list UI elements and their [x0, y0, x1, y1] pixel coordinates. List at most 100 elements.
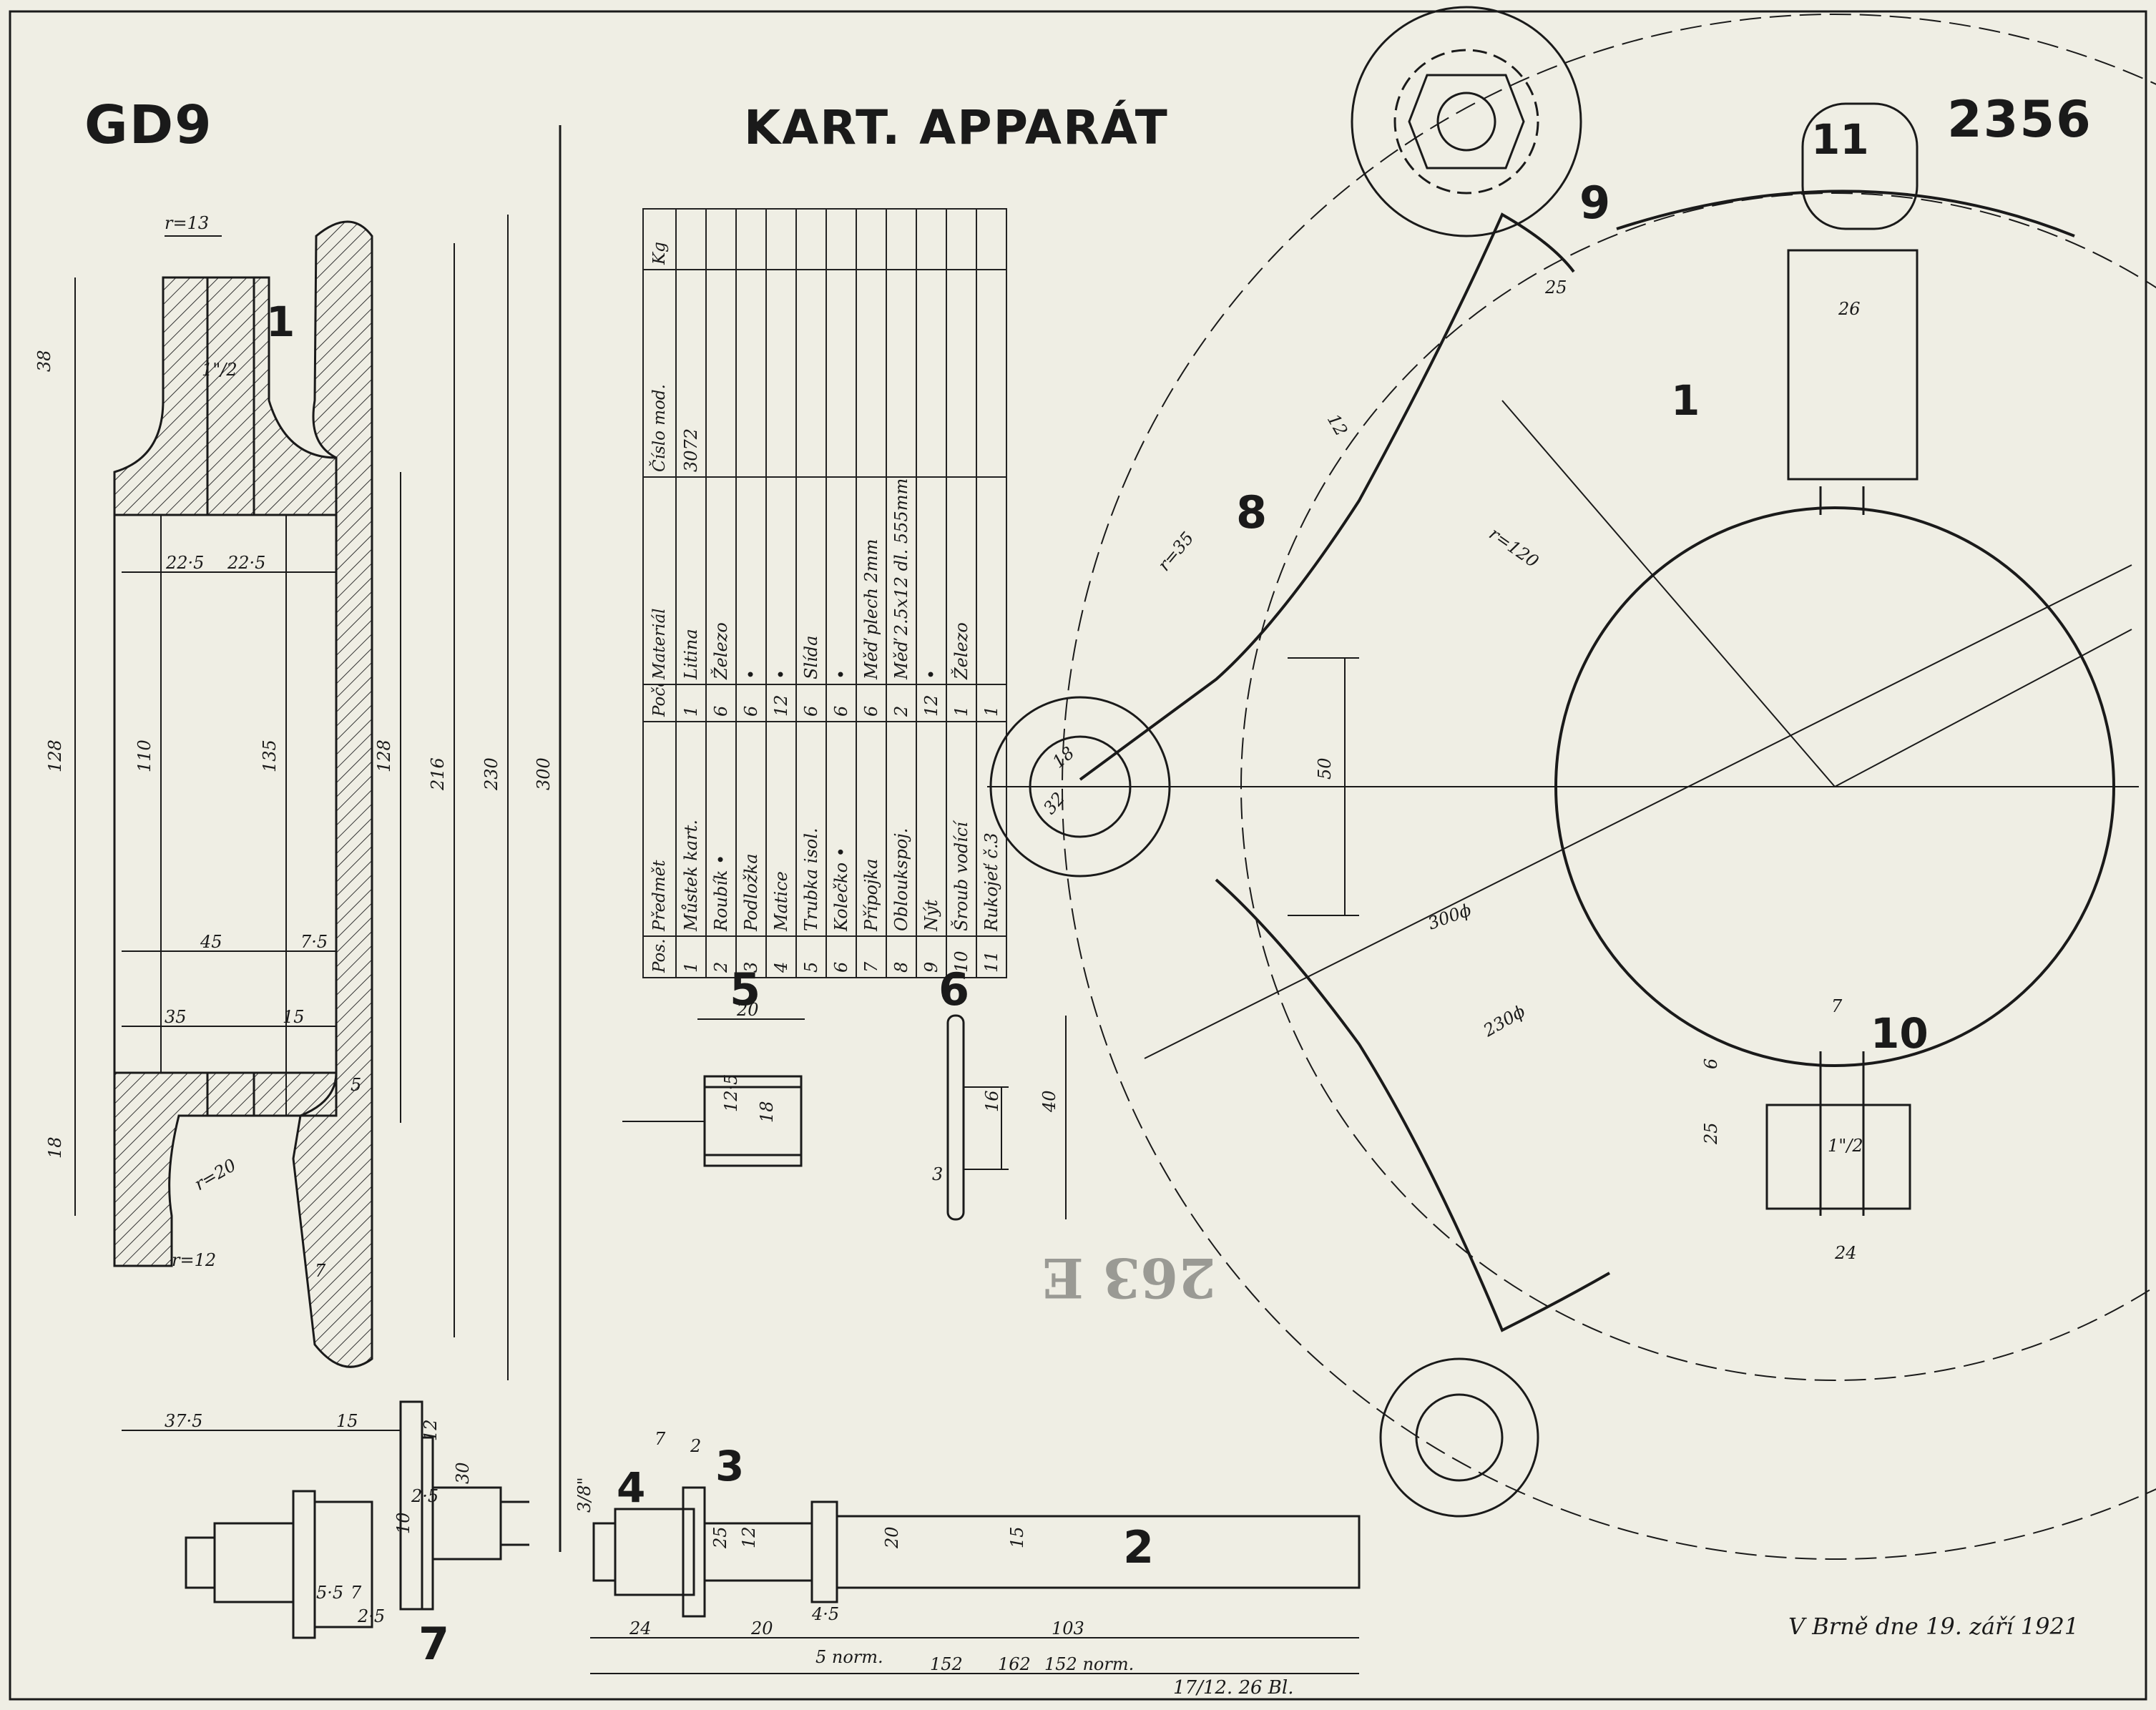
dimension-label: 24 — [1834, 1243, 1857, 1263]
callout-1-section: 1 — [266, 298, 295, 346]
dimension-label: 300 — [534, 757, 554, 790]
dimension-label: 12 — [421, 1419, 441, 1441]
lug-outer-top — [1351, 6, 1582, 237]
dimension-label: 135 — [260, 739, 280, 772]
dimension-label: 110 — [134, 739, 155, 772]
dimension-label: 7 — [655, 1429, 666, 1449]
callout-8: 8 — [1236, 486, 1267, 539]
dimension-label: 15 — [283, 1007, 305, 1027]
bolt-assembly-left — [185, 1400, 529, 1639]
handle-11 — [1801, 102, 1919, 230]
drawing-title: KART. APPARÁT — [744, 100, 1169, 155]
plan-view — [987, 6, 2156, 1560]
dimension-label: 6 — [1701, 1058, 1721, 1069]
tube-part-5 — [622, 1018, 805, 1167]
dimension-label: 22·5 — [165, 553, 204, 573]
annotations: 263 E V Brně dne 19. září 1921 17/12. 26… — [1042, 1246, 2079, 1699]
dimension-label: 18 — [757, 1101, 777, 1123]
dimension-label: 3/8" — [574, 1477, 594, 1513]
dimension-label: 7 — [351, 1583, 362, 1603]
dimension-label: 216 — [428, 757, 448, 791]
dimension-label: 152 — [930, 1654, 963, 1674]
dimension-label: 10 — [393, 1512, 413, 1534]
dimension-label: 12·5 — [721, 1074, 741, 1112]
dimension-label: 26 — [1838, 299, 1861, 319]
dimension-label: 2·5 — [411, 1486, 438, 1506]
dimension-label: 2 — [690, 1436, 701, 1456]
dimension-label: r=120 — [1486, 524, 1542, 571]
dimension-label: 162 — [998, 1654, 1031, 1674]
callout-1-plan: 1 — [1671, 376, 1700, 425]
part-callouts: 1 1 2 3 4 5 6 7 8 9 10 11 — [266, 115, 1929, 1670]
drawing-code: GD9 — [84, 94, 213, 156]
dimension-label: 128 — [374, 739, 394, 772]
stamp-text: 263 E — [1042, 1246, 1216, 1309]
dimension-label: r=13 — [165, 213, 209, 233]
dimension-label: r=12 — [172, 1250, 216, 1270]
dimension-label: 12 — [1323, 411, 1352, 439]
bridge-body — [1079, 190, 2075, 1332]
disc-part-6 — [946, 1014, 1067, 1221]
dimension-label: 103 — [1052, 1618, 1084, 1638]
dimension-label: 37·5 — [165, 1411, 202, 1431]
dimension-label: 50 — [1315, 757, 1335, 780]
lug-outer-bottom — [1379, 1357, 1539, 1518]
flange-outline — [292, 220, 373, 1368]
dimension-label: 5 — [351, 1075, 361, 1095]
dimension-label: 230 — [481, 757, 501, 791]
callout-2: 2 — [1123, 1521, 1154, 1573]
lug-inner-top — [1393, 49, 1539, 195]
dimension-label: 5·5 — [316, 1583, 343, 1603]
dimension-label: 22·5 — [227, 553, 265, 573]
callout-10: 10 — [1871, 1009, 1929, 1058]
outer-circle-300 — [1062, 14, 2156, 1560]
dimension-label: 35 — [165, 1007, 187, 1027]
dimension-label: 20 — [882, 1526, 902, 1549]
callout-5: 5 — [730, 963, 760, 1016]
drawing-number: 2356 — [1947, 90, 2092, 149]
nut-hex — [1408, 74, 1525, 169]
dimension-label: 30 — [453, 1462, 473, 1484]
dimension-label: 15 — [1007, 1526, 1027, 1548]
dimension-label: 32 — [1039, 788, 1069, 817]
bolt-part-2 — [590, 1486, 1361, 1674]
callout-3: 3 — [715, 1442, 744, 1490]
section-view — [74, 215, 509, 1431]
dimension-label: 24 — [629, 1618, 652, 1638]
date-note: V Brně dne 19. září 1921 — [1788, 1613, 2079, 1640]
dimension-label: 7 — [315, 1261, 326, 1281]
dimension-label: 15 — [336, 1411, 358, 1431]
callout-6: 6 — [939, 963, 969, 1016]
dimension-label: r=20 — [191, 1155, 240, 1194]
dimension-label: 4·5 — [811, 1604, 839, 1624]
dimension-label: 16 — [982, 1090, 1002, 1112]
hatched-hub-top — [113, 276, 338, 516]
dimension-label: 3 — [932, 1164, 943, 1184]
dimension-label: 1"/2 — [1828, 1136, 1863, 1156]
dimension-label: 152 norm. — [1044, 1654, 1134, 1674]
callout-11: 11 — [1811, 115, 1869, 164]
dimension-label: 300ϕ — [1425, 900, 1474, 934]
dimension-label: 18 — [45, 1136, 65, 1159]
hatched-hub-bottom — [113, 1071, 338, 1267]
callout-7: 7 — [418, 1618, 449, 1670]
dimension-label: 40 — [1039, 1090, 1059, 1113]
dimension-label: 7·5 — [300, 932, 328, 952]
dimension-label: 20 — [750, 1618, 773, 1638]
dimension-label: 5 norm. — [815, 1647, 883, 1667]
bore-outline — [113, 514, 338, 1074]
dimension-label: 1"/2 — [202, 360, 237, 380]
dimension-label: 25 — [1701, 1122, 1721, 1145]
dimension-label: 128 — [45, 739, 65, 772]
callout-4: 4 — [617, 1463, 645, 1512]
revision-note: 17/12. 26 Bl. — [1173, 1677, 1294, 1699]
dimension-label: 12 — [739, 1526, 759, 1548]
lug-inner-bottom — [1415, 1393, 1504, 1482]
callout-9: 9 — [1579, 177, 1610, 229]
dimension-label: 7 — [1831, 996, 1843, 1016]
dimension-label: 38 — [34, 350, 54, 372]
dimension-label: 25 — [1544, 277, 1567, 298]
